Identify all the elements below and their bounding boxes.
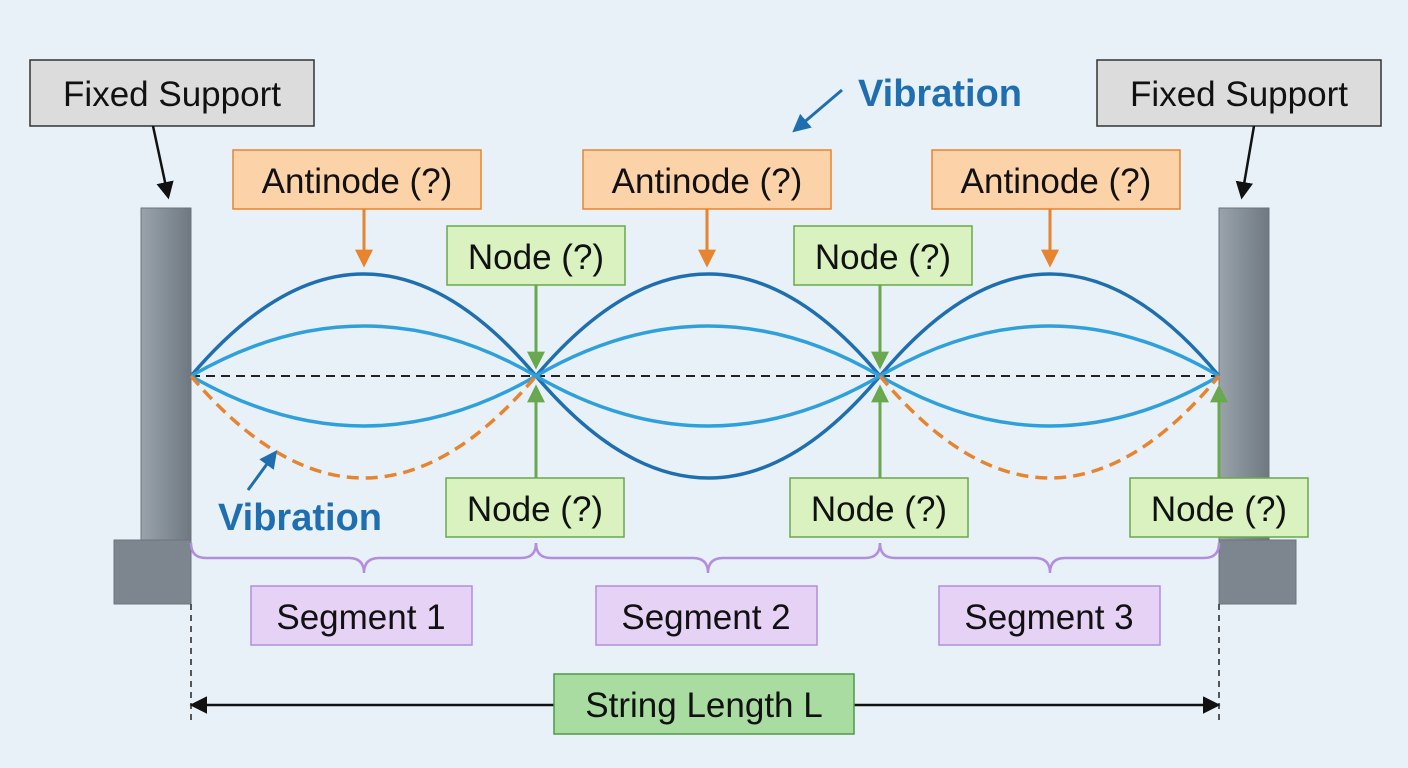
wave-inner-lower: [190, 373, 1220, 428]
string-length-label: String Length L: [553, 673, 855, 735]
svg-text:Antinode (?): Antinode (?): [961, 162, 1152, 201]
node-bottom-label-3: Node (?): [1129, 477, 1309, 538]
segment-label-2: Segment 2: [595, 585, 818, 646]
wave-outer-lower: [534, 374, 882, 480]
arrow-down-left-icon: [792, 88, 843, 133]
fixed-support-left-text: Fixed Support: [63, 75, 281, 114]
svg-text:Node (?): Node (?): [468, 238, 604, 277]
node-bottom-label-1: Node (?): [445, 477, 625, 538]
vibration-top-label: Vibration: [858, 73, 1022, 115]
antinode-label-3: Antinode (?): [931, 149, 1181, 210]
segment-label-3: Segment 3: [938, 585, 1161, 646]
arrow-down-icon: [1235, 125, 1256, 200]
curly-brace-icon: [189, 542, 1221, 574]
svg-text:Node (?): Node (?): [815, 238, 951, 277]
left-support: [113, 207, 192, 605]
segment-label-1: Segment 1: [250, 585, 473, 646]
fixed-support-right-text: Fixed Support: [1130, 75, 1348, 114]
svg-text:String Length L: String Length L: [585, 686, 822, 725]
right-support: [1218, 207, 1297, 605]
standing-wave: [189, 272, 1221, 480]
vibration-bottom-label: Vibration: [218, 497, 382, 539]
arrow-up-right-icon: [246, 450, 278, 491]
fixed-support-left-label: Fixed Support: [29, 59, 315, 127]
antinode-label-1: Antinode (?): [232, 149, 482, 210]
wave-dashed-right: [878, 374, 1221, 480]
fixed-support-right-label: Fixed Support: [1096, 59, 1382, 127]
svg-text:Node (?): Node (?): [1151, 490, 1287, 529]
svg-text:Segment 3: Segment 3: [964, 598, 1133, 637]
wave-dashed-left: [189, 374, 538, 480]
node-top-label-2: Node (?): [793, 225, 973, 286]
svg-text:Segment 1: Segment 1: [276, 598, 445, 637]
svg-text:Antinode (?): Antinode (?): [262, 162, 453, 201]
svg-text:Node (?): Node (?): [467, 490, 603, 529]
arrow-down-icon: [151, 125, 174, 200]
wave-outer-upper: [189, 272, 1221, 379]
svg-text:Antinode (?): Antinode (?): [612, 162, 803, 201]
svg-text:Segment 2: Segment 2: [621, 598, 790, 637]
antinode-label-2: Antinode (?): [582, 149, 832, 210]
node-top-label-1: Node (?): [446, 225, 626, 286]
wave-inner-upper: [190, 324, 1220, 379]
svg-text:Node (?): Node (?): [811, 490, 947, 529]
node-bottom-label-2: Node (?): [789, 477, 969, 538]
